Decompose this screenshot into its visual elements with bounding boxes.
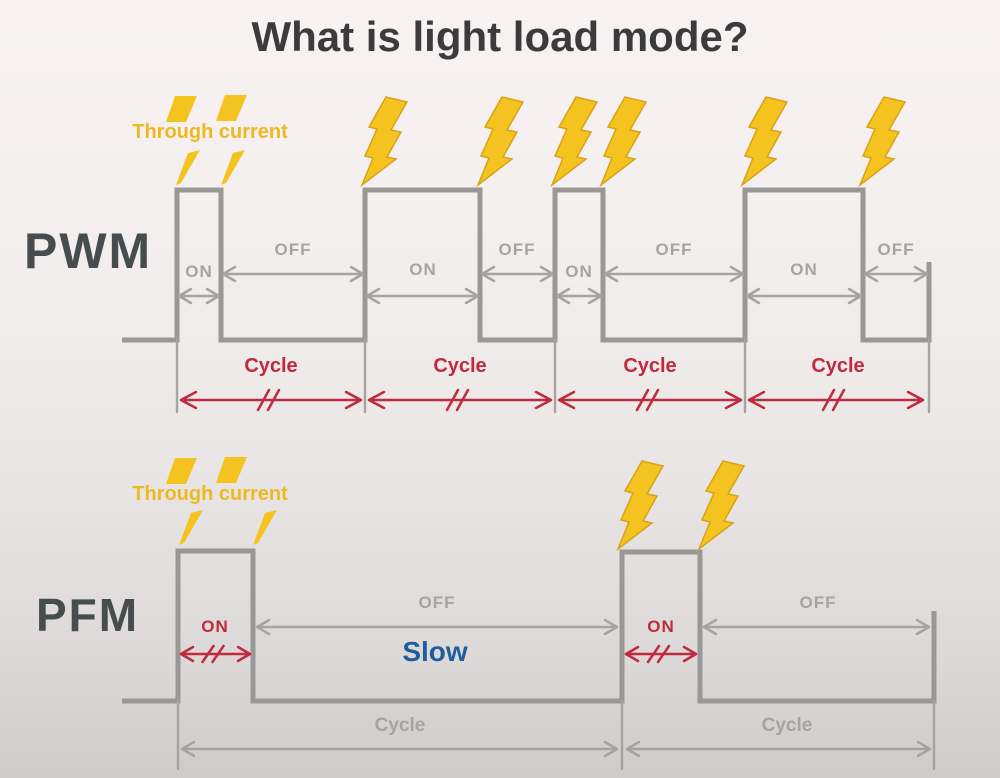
pwm-off-label: OFF [498, 240, 536, 259]
page-title: What is light load mode? [251, 13, 749, 60]
gray-dimension-arrow [255, 618, 619, 636]
pfm-off-label: OFF [418, 593, 456, 612]
lightning-bolt-icon [166, 96, 197, 122]
lightning-bolt-icon [616, 460, 665, 552]
pwm-off-label: OFF [274, 240, 312, 259]
red-dimension-arrow [624, 644, 698, 664]
gray-dimension-arrow [221, 265, 365, 283]
pwm-cycle-label: Cycle [623, 355, 677, 377]
red-dimension-arrow [747, 388, 925, 412]
pwm-cycle-label: Cycle [433, 355, 487, 377]
gray-dimension-arrow [177, 287, 221, 305]
pwm-off-label: OFF [877, 240, 915, 259]
pwm-on-label: ON [185, 262, 213, 281]
lightning-bolt-icon [221, 150, 245, 185]
gray-dimension-arrow [625, 740, 932, 758]
pwm-on-label: ON [409, 260, 437, 279]
lightning-bolt-icon [697, 460, 746, 552]
lightning-bolt-icon [179, 510, 203, 545]
pfm-off-label: OFF [799, 593, 837, 612]
lightning-bolt-icon [216, 457, 247, 483]
lightning-bolt-icon [858, 96, 907, 188]
red-dimension-arrow [557, 388, 743, 412]
lightning-bolt-icon [476, 96, 525, 188]
pwm-cycle-label: Cycle [811, 355, 865, 377]
lightning-bolt-icon [253, 510, 277, 545]
pwm-on-label: ON [565, 262, 593, 281]
lightning-bolt-icon [176, 150, 200, 185]
gray-dimension-arrow [180, 740, 619, 758]
pwm-cycle-label: Cycle [244, 355, 298, 377]
lightning-bolt-icon [599, 96, 648, 188]
gray-dimension-arrow [863, 265, 929, 283]
pfm-section-label: PFM [36, 589, 140, 641]
red-dimension-arrow [367, 388, 553, 412]
pfm-slow-label: Slow [402, 636, 468, 667]
gray-dimension-arrow [480, 265, 555, 283]
pfm-cycle-label: Cycle [374, 715, 426, 736]
pfm-cycle-label: Cycle [761, 715, 813, 736]
lightning-bolt-icon [360, 96, 409, 188]
lightning-bolt-icon [550, 96, 599, 188]
gray-dimension-arrow [603, 265, 745, 283]
pwm-through-current-label: Through current [132, 121, 288, 143]
gray-dimension-arrow [365, 287, 480, 305]
pfm-on-label: ON [201, 617, 229, 636]
pwm-on-label: ON [790, 260, 818, 279]
pwm-off-label: OFF [655, 240, 693, 259]
pfm-through-current-label: Through current [132, 483, 288, 505]
red-dimension-arrow [179, 388, 363, 412]
diagram-annotations [166, 95, 936, 771]
gray-dimension-arrow [555, 287, 603, 305]
lightning-bolt-icon [166, 458, 197, 484]
lightning-bolt-icon [216, 95, 247, 121]
gray-dimension-arrow [745, 287, 863, 305]
pfm-on-label: ON [647, 617, 675, 636]
pwm-section-label: PWM [24, 223, 153, 279]
red-dimension-arrow [179, 644, 252, 664]
lightning-bolt-icon [740, 96, 789, 188]
gray-dimension-arrow [702, 618, 931, 636]
